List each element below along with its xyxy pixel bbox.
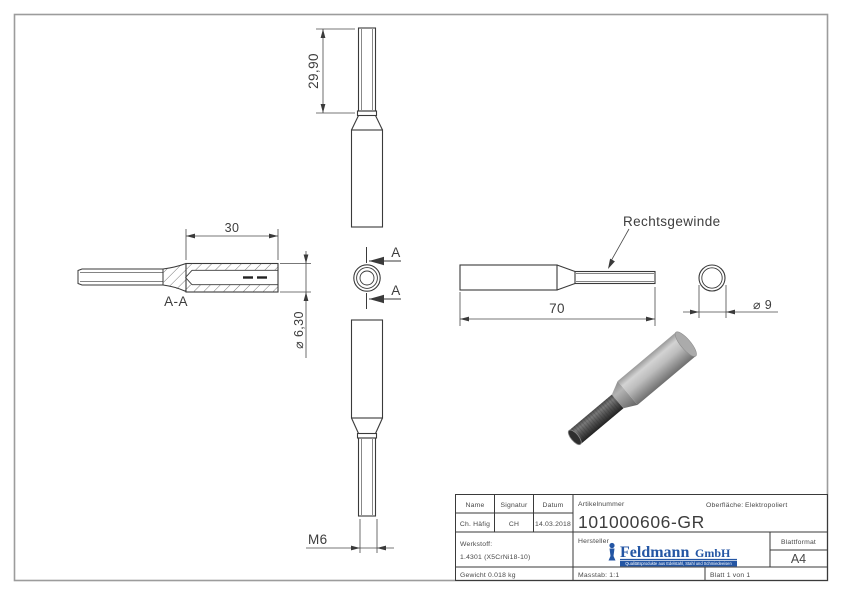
tb-article-value: 101000606-GR xyxy=(578,512,705,532)
dim-thread-size: M6 xyxy=(306,519,394,553)
dim-top-length: 29,90 xyxy=(306,28,355,114)
section-label: A-A xyxy=(164,294,188,309)
dim-overall-length: 70 xyxy=(459,287,656,326)
view-end-circle-center xyxy=(353,264,381,292)
dim-outer-diameter-label: ⌀ 9 xyxy=(753,298,772,312)
dim-overall-length-label: 70 xyxy=(549,301,565,316)
section-marker-a-top: A xyxy=(391,245,400,260)
dim-outer-diameter: ⌀ 9 xyxy=(683,285,778,318)
tb-date-label: Datum xyxy=(542,502,563,509)
tb-date-value: 14.03.2018 xyxy=(535,521,571,528)
tb-name-value: Ch. Häfig xyxy=(460,521,490,528)
tb-page: Blatt 1 von 1 xyxy=(710,572,750,579)
sheet-border-frame xyxy=(13,13,829,582)
logo-suffix-text: GmbH xyxy=(695,546,731,560)
section-cut-marker-bottom: A xyxy=(366,283,401,309)
tb-surface-value: Elektropoliert xyxy=(745,502,787,509)
tb-name-label: Name xyxy=(466,502,485,509)
tb-material-label: Werkstoff: xyxy=(460,541,492,548)
tb-surface-label: Oberfläche: xyxy=(706,502,743,509)
tb-manufacturer-label: Hersteller xyxy=(578,538,610,545)
logo-brand-text: Feldmann xyxy=(620,544,689,561)
part-3d-render xyxy=(567,331,697,446)
feldmann-logo-icon xyxy=(608,542,616,561)
dim-thread-size-label: M6 xyxy=(308,532,328,547)
dim-bore-diameter: ⌀ 6,30 xyxy=(280,251,311,358)
thread-note-label: Rechtsgewinde xyxy=(623,214,721,229)
tb-scale: Masstab: 1:1 xyxy=(578,572,619,579)
view-side-horizontal xyxy=(459,264,656,291)
manufacturer-logo: Feldmann GmbH Qualitätsprodukte aus Edel… xyxy=(608,542,737,567)
dim-section-width-label: 30 xyxy=(225,221,240,235)
tb-signature-value: CH xyxy=(509,521,519,528)
tb-format-label: Blattformat xyxy=(781,539,816,546)
title-block: Name Signatur Datum Ch. Häfig CH 14.03.2… xyxy=(455,494,828,581)
tb-material-value: 1.4301 (X5CrNi18-10) xyxy=(460,554,531,561)
view-section-aa xyxy=(77,262,279,293)
tb-article-label: Artikelnummer xyxy=(578,501,625,508)
section-marker-a-bottom: A xyxy=(391,283,400,298)
view-top-vertical xyxy=(350,27,384,228)
view-bottom-vertical xyxy=(350,319,384,517)
tb-signature-label: Signatur xyxy=(501,502,528,509)
section-cut-marker-top: A xyxy=(366,245,401,266)
tb-format-value: A4 xyxy=(791,552,806,566)
annotation-thread-note: Rechtsgewinde xyxy=(608,214,721,269)
logo-tagline-text: Qualitätsprodukte aus Edelstahl, Stahl u… xyxy=(625,561,732,566)
dim-top-length-label: 29,90 xyxy=(306,53,321,89)
view-end-circle-right xyxy=(698,264,726,292)
tb-weight: Gewicht 0.018 kg xyxy=(460,572,516,579)
dim-section-width: 30 xyxy=(185,221,279,260)
dim-bore-diameter-label: ⌀ 6,30 xyxy=(292,311,306,349)
logo-tagline-banner xyxy=(620,560,737,567)
